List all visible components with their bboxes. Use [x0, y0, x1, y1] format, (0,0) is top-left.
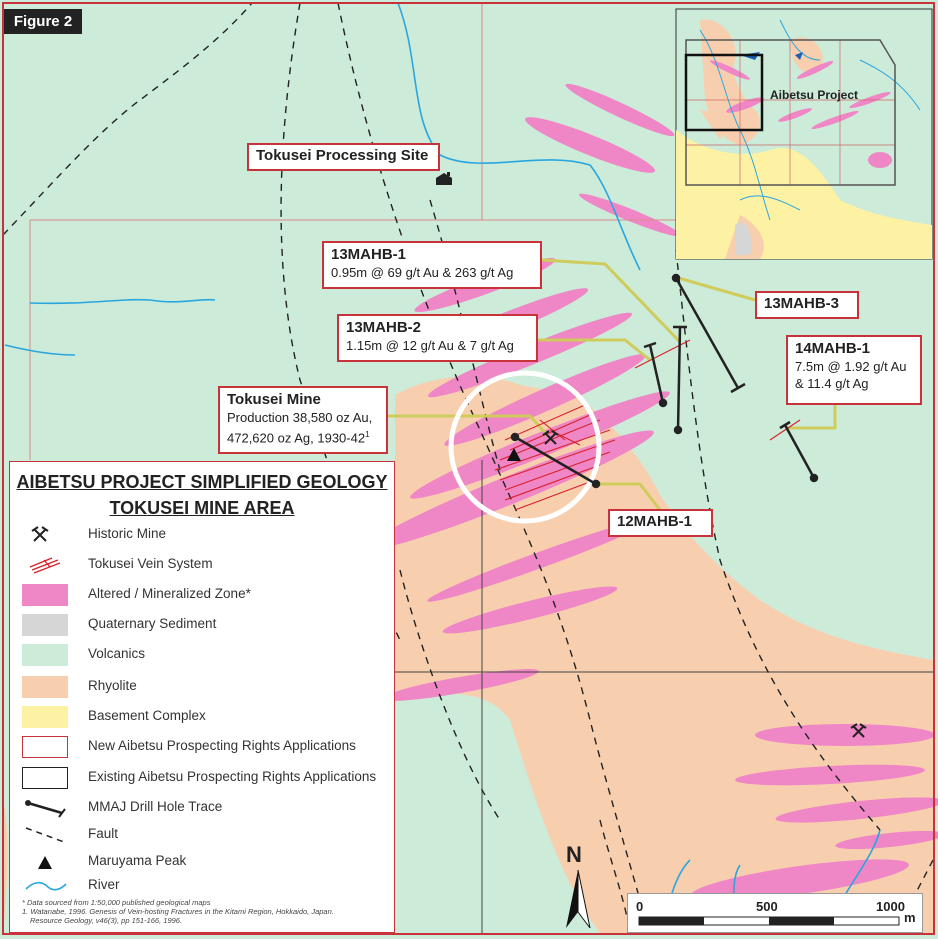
legend-item-drill-trace: MMAJ Drill Hole Trace: [10, 793, 394, 823]
new-rights-swatch: [22, 736, 68, 758]
volcanics-swatch: [22, 644, 68, 666]
legend-item-quaternary: Quaternary Sediment: [10, 610, 394, 640]
callout-13mahb-2: 13MAHB-2 1.15m @ 12 g/t Au & 7 g/t Ag: [337, 314, 538, 362]
legend-item-altered: Altered / Mineralized Zone*: [10, 580, 394, 610]
existing-rights-grid: [395, 460, 933, 933]
hole-14mahb-1-title: 14MAHB-1: [795, 340, 871, 357]
existing-rights-swatch: [22, 767, 68, 789]
legend-item-volcanics: Volcanics: [10, 640, 394, 670]
altered-swatch: [22, 584, 68, 606]
scale-label-1000: 1000: [876, 899, 905, 914]
hole-14mahb-1-result-au: 7.5m @ 1.92 g/t Au: [795, 359, 907, 374]
hole-13mahb-2-result: 1.15m @ 12 g/t Au & 7 g/t Ag: [346, 338, 514, 353]
legend-item-fault: Fault: [10, 820, 394, 850]
legend-item-vein-system: Tokusei Vein System: [10, 550, 394, 580]
fault-icon: [25, 827, 65, 843]
hole-13mahb-3-title: 13MAHB-3: [764, 295, 840, 312]
drill-traces: [510, 273, 819, 489]
legend-item-new-rights: New Aibetsu Prospecting Rights Applicati…: [10, 732, 394, 762]
legend-label: Basement Complex: [88, 708, 206, 723]
legend-label: River: [88, 877, 120, 892]
river-icon: [25, 881, 67, 891]
vein-icon: [29, 557, 61, 574]
north-label: N: [566, 842, 582, 867]
inset-map: [675, 8, 933, 260]
legend-label: Maruyama Peak: [88, 853, 187, 868]
callout-tokusei-mine: Tokusei Mine Production 38,580 oz Au, 47…: [218, 386, 388, 454]
legend-item-historic-mine: Historic Mine: [10, 520, 394, 550]
callout-14mahb-1: 14MAHB-1 7.5m @ 1.92 g/t Au & 11.4 g/t A…: [786, 335, 922, 405]
north-arrow-icon: [566, 869, 591, 929]
new-rights-grid: [29, 3, 676, 460]
processing-site-label: Tokusei Processing Site: [256, 147, 429, 164]
tokusei-mine-title: Tokusei Mine: [227, 391, 321, 408]
legend-label: Volcanics: [88, 646, 146, 661]
legend-label: Historic Mine: [88, 526, 167, 541]
rhyolite-swatch: [22, 676, 68, 698]
figure-label: Figure 2: [4, 9, 82, 34]
data-source-note: * Data sourced from 1:50,000 published g…: [22, 898, 211, 907]
processing-site-icon: [436, 172, 452, 185]
basement-swatch: [22, 706, 68, 728]
legend-title-line1: AIBETSU PROJECT SIMPLIFIED GEOLOGY: [16, 472, 388, 492]
mine-highlight-circle: [448, 370, 602, 524]
maruyama-peak-icon: [507, 448, 521, 461]
scale-bar: 0 500 1000 m: [627, 893, 923, 933]
hole-13mahb-1-result: 0.95m @ 69 g/t Au & 263 g/t Ag: [331, 265, 514, 280]
legend-label: MMAJ Drill Hole Trace: [88, 799, 223, 814]
legend-label: Quaternary Sediment: [88, 616, 217, 631]
hole-13mahb-1-title: 13MAHB-1: [331, 246, 407, 263]
historic-mine-icon: [542, 430, 559, 445]
legend-label: Existing Aibetsu Prospecting Rights Appl…: [88, 769, 377, 784]
legend-title-line2: TOKUSEI MINE AREA: [109, 498, 295, 518]
legend-item-basement: Basement Complex: [10, 702, 394, 732]
legend-item-rhyolite: Rhyolite: [10, 672, 394, 702]
legend-notes: * Data sourced from 1:50,000 published g…: [22, 898, 334, 925]
scale-label-0: 0: [636, 899, 644, 914]
legend-item-existing-rights: Existing Aibetsu Prospecting Rights Appl…: [10, 763, 394, 793]
rivers: [4, 2, 881, 934]
legend-panel: AIBETSU PROJECT SIMPLIFIED GEOLOGY TOKUS…: [9, 461, 395, 933]
quaternary-swatch: [22, 614, 68, 636]
mine-icon: [31, 526, 49, 542]
inset-project-label: Aibetsu Project: [770, 88, 859, 102]
legend-item-peak: Maruyama Peak: [10, 847, 394, 877]
legend-label: Fault: [88, 826, 119, 841]
tokusei-mine-production-au: Production 38,580 oz Au,: [227, 410, 373, 425]
callout-processing-site: Tokusei Processing Site: [247, 143, 440, 171]
hole-13mahb-2-title: 13MAHB-2: [346, 319, 422, 336]
hole-12mahb-1-title: 12MAHB-1: [617, 513, 693, 530]
legend-label: New Aibetsu Prospecting Rights Applicati…: [88, 738, 356, 753]
callout-13mahb-1: 13MAHB-1 0.95m @ 69 g/t Au & 263 g/t Ag: [322, 241, 542, 289]
historic-mine-icon-east: [850, 723, 867, 738]
legend-item-river: River: [10, 871, 394, 901]
scale-label-500: 500: [756, 899, 778, 914]
callout-12mahb-1: 12MAHB-1: [608, 509, 713, 537]
legend-label: Rhyolite: [88, 678, 137, 693]
peak-icon: [38, 856, 52, 869]
reference-note-line2: Resource Geology, v46(3), pp 151-166, 19…: [30, 916, 183, 925]
rhyolite-area-west: [3, 800, 8, 933]
legend-label: Altered / Mineralized Zone*: [88, 586, 251, 601]
reference-note-line1: 1. Watanabe, 1996. Genesis of Vein-hosti…: [22, 907, 334, 916]
scale-unit: m: [904, 910, 916, 925]
legend-label: Tokusei Vein System: [88, 556, 213, 571]
tokusei-mine-footnote-ref: 1: [365, 430, 370, 439]
callout-13mahb-3: 13MAHB-3: [755, 291, 859, 319]
hole-14mahb-1-result-ag: & 11.4 g/t Ag: [795, 376, 869, 391]
drill-icon: [25, 800, 66, 818]
tokusei-mine-production-ag: 472,620 oz Ag, 1930-42: [227, 430, 366, 446]
scale-bar-graphic: [638, 916, 900, 926]
rhyolite-area: [395, 376, 933, 933]
